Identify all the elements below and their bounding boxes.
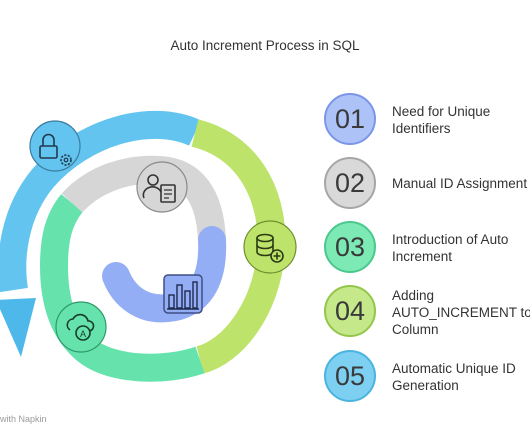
step-number-badge: 03 <box>324 221 376 273</box>
user-document-icon <box>136 161 188 213</box>
step-02: 02 Manual ID Assignment <box>324 157 530 213</box>
bar-chart-icon <box>163 274 203 314</box>
database-add-icon <box>243 220 297 274</box>
napkin-watermark: with Napkin <box>0 414 47 424</box>
svg-text:A: A <box>80 329 86 339</box>
step-number-badge: 02 <box>324 157 376 209</box>
auto-cloud-sync-icon: A <box>55 301 107 353</box>
step-number-badge: 05 <box>324 350 376 402</box>
diagram-title: Auto Increment Process in SQL <box>170 38 360 53</box>
lock-gear-icon <box>29 120 81 172</box>
outer-blue-arc <box>0 110 201 293</box>
step-04: 04 Adding AUTO_INCREMENT to Column <box>324 285 530 341</box>
step-05: 05 Automatic Unique ID Generation <box>324 350 530 406</box>
step-label: Automatic Unique ID Generation <box>392 361 516 393</box>
step-label: Need for Unique Identifiers <box>392 104 491 136</box>
step-label: Manual ID Assignment <box>392 176 528 191</box>
step-01: 01 Need for Unique Identifiers <box>324 93 530 149</box>
step-label: Introduction of Auto Increment <box>392 232 509 264</box>
step-label: Adding AUTO_INCREMENT to Column <box>392 288 530 337</box>
step-number-badge: 04 <box>324 285 376 337</box>
step-03: 03 Introduction of Auto Increment <box>324 221 530 277</box>
step-number-badge: 01 <box>324 93 376 145</box>
arrow-head <box>0 298 36 357</box>
